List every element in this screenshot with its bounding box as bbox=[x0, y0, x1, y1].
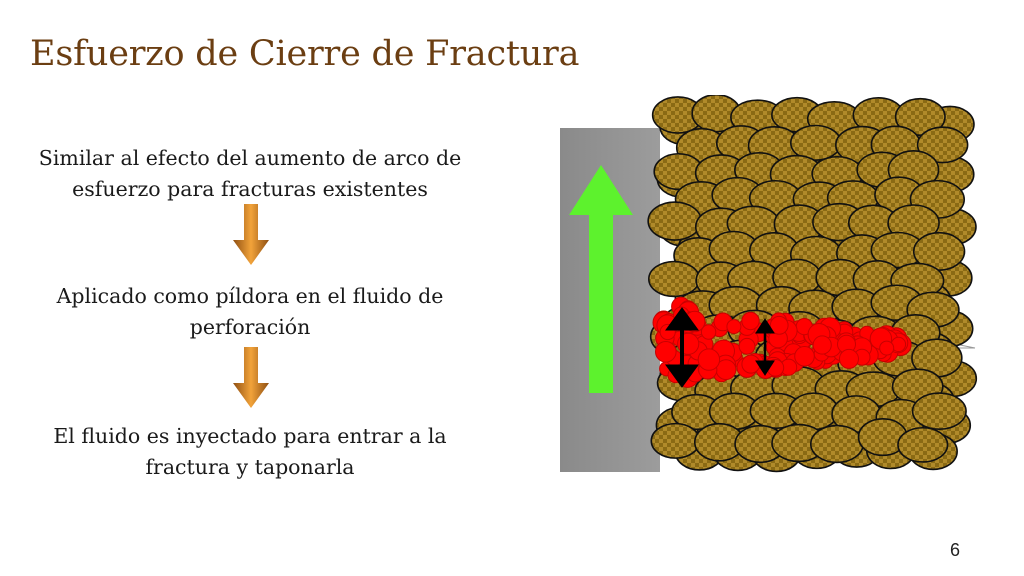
double-arrow-icon bbox=[755, 318, 775, 376]
step-1-text: Similar al efecto del aumento de arco de… bbox=[38, 146, 462, 201]
plug-particle bbox=[879, 340, 895, 356]
double-arrow-icon bbox=[665, 307, 699, 388]
plug-particle bbox=[655, 340, 677, 363]
plug-particle bbox=[726, 319, 742, 335]
page-number: 6 bbox=[949, 540, 960, 560]
down-arrow-icon bbox=[233, 347, 269, 408]
plug-particles bbox=[652, 296, 912, 388]
up-arrow-icon bbox=[569, 165, 633, 393]
rock-grain bbox=[916, 126, 969, 164]
rock-grain bbox=[648, 260, 701, 298]
plug-particle bbox=[794, 345, 815, 367]
step-3-text: El fluido es inyectado para entrar a la … bbox=[53, 424, 447, 479]
step-2-text: Aplicado como píldora en el fluido de pe… bbox=[56, 284, 444, 339]
fracture-diagram bbox=[560, 95, 978, 473]
rock-grain bbox=[650, 422, 701, 459]
plug-particle bbox=[700, 324, 717, 340]
down-arrow-icon bbox=[233, 204, 269, 265]
plug-particle bbox=[741, 311, 760, 331]
plug-particle bbox=[839, 348, 859, 369]
rock-grain bbox=[911, 392, 967, 431]
slide-title: Esfuerzo de Cierre de Fractura bbox=[30, 34, 580, 74]
rock-grain bbox=[897, 426, 949, 463]
rock-grain bbox=[647, 201, 702, 241]
plug-particle bbox=[738, 337, 756, 355]
plug-particle bbox=[697, 348, 721, 371]
rock-grains bbox=[647, 95, 978, 473]
rock-grain bbox=[809, 424, 864, 464]
plug-particle bbox=[741, 354, 761, 374]
rock-grain bbox=[894, 97, 946, 136]
plug-particle bbox=[812, 335, 832, 355]
plug-particle bbox=[769, 315, 789, 335]
